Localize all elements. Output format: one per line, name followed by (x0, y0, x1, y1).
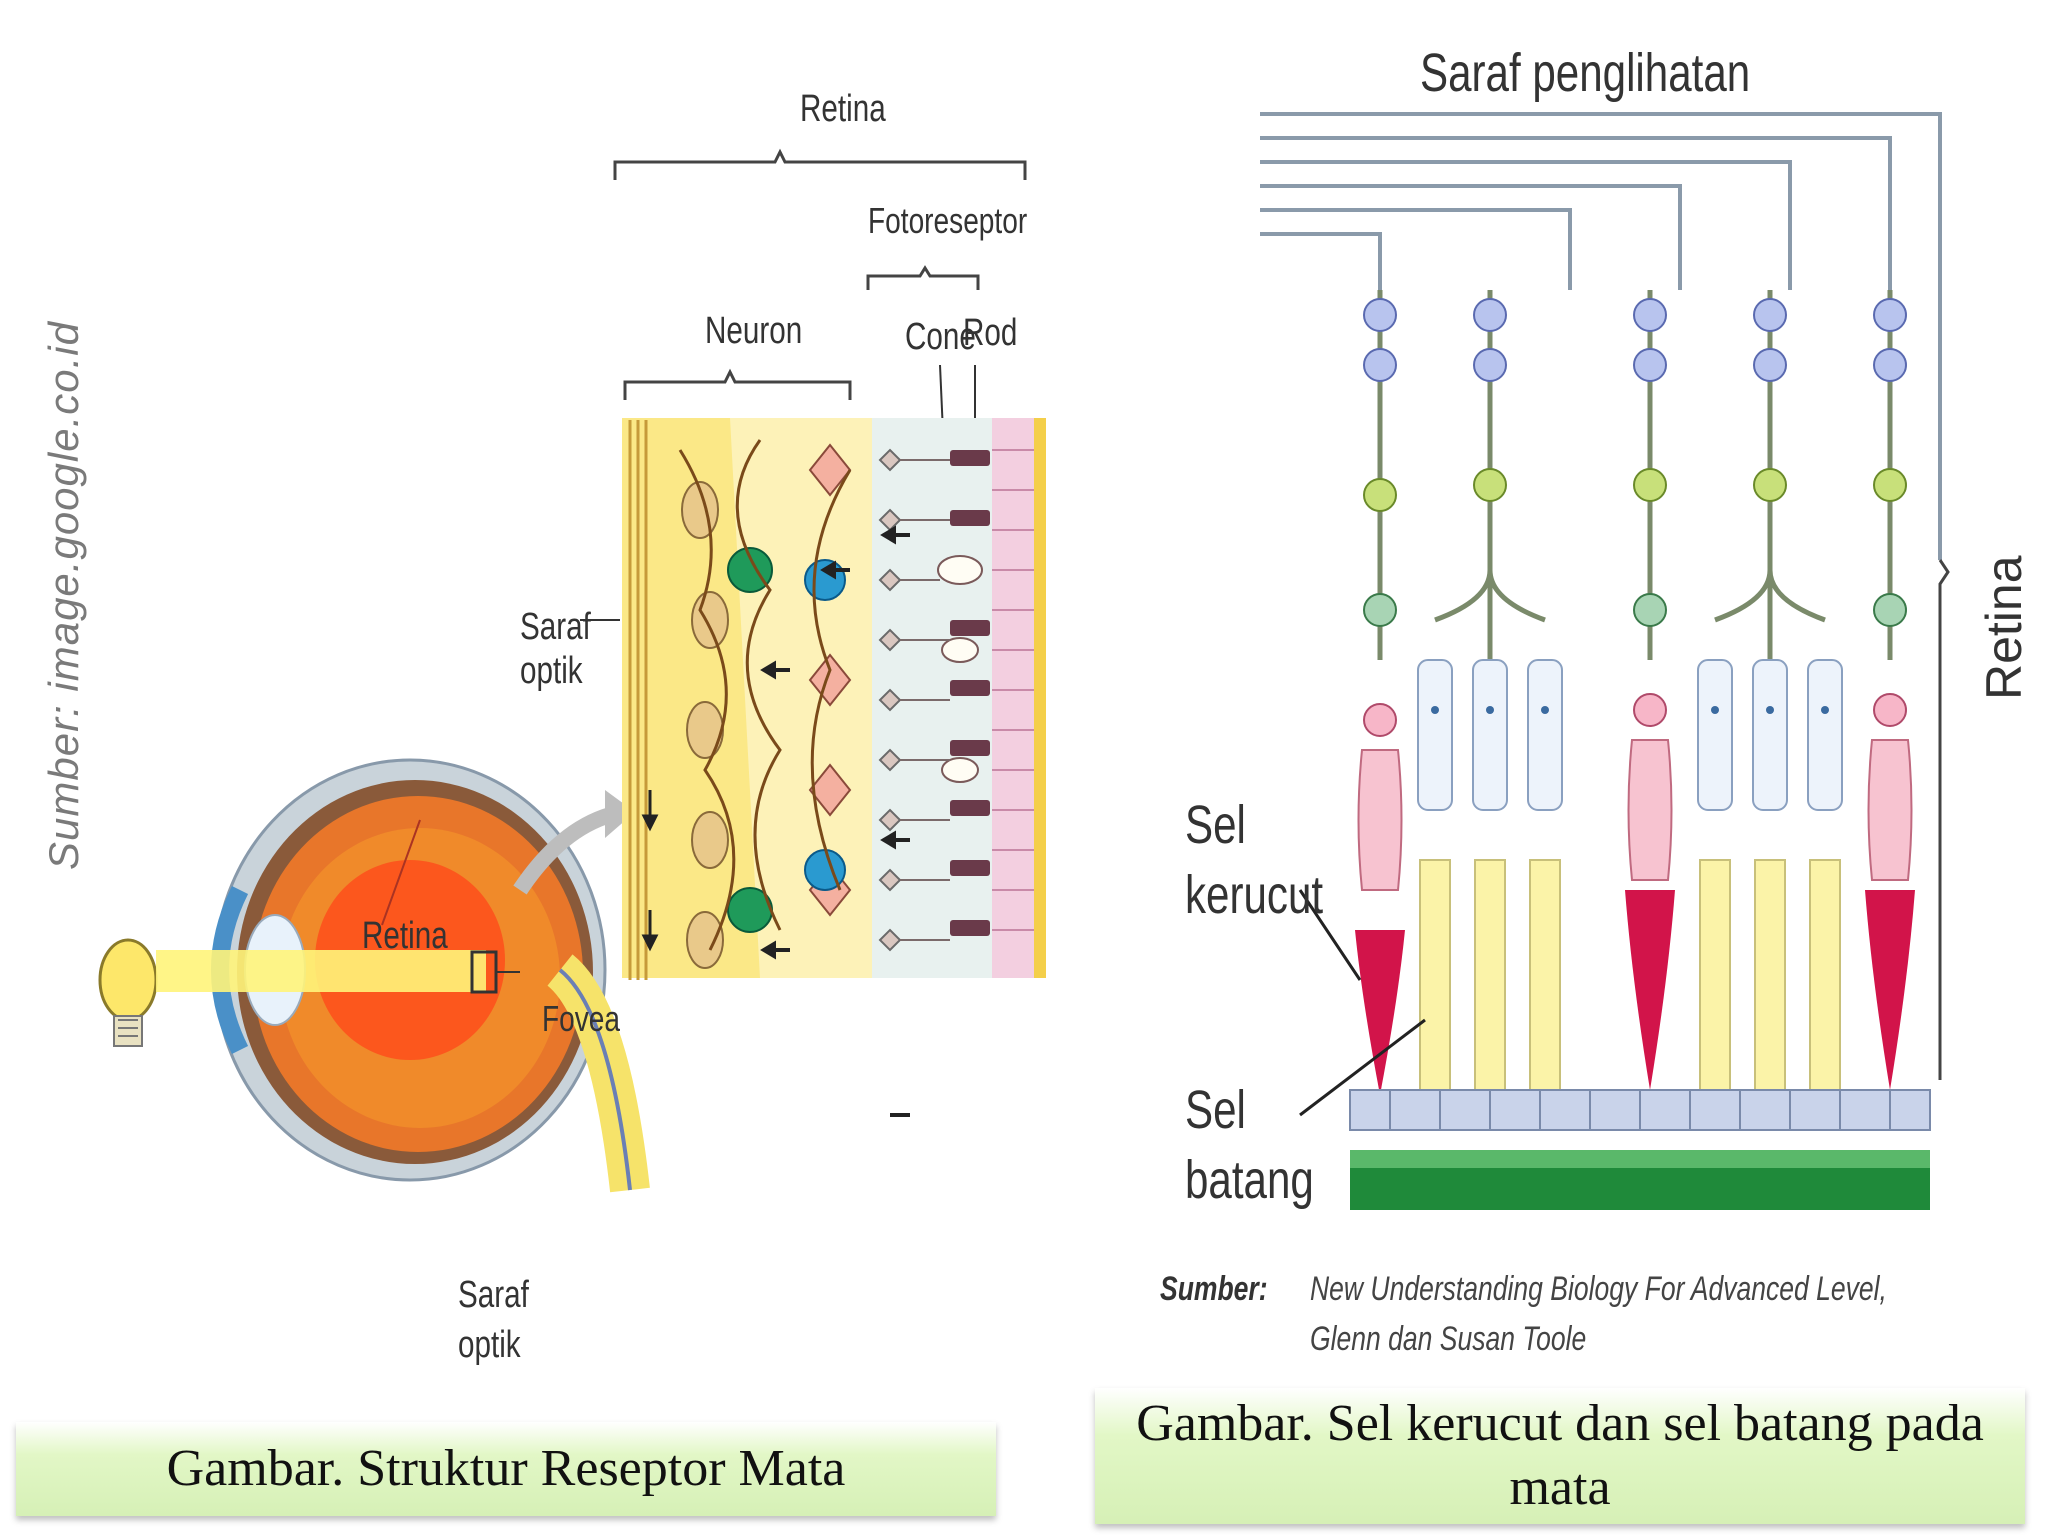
left-caption: Gambar. Struktur Reseptor Mata (16, 1422, 996, 1516)
left-caption-text: Gambar. Struktur Reseptor Mata (166, 1440, 846, 1497)
fovea-label: Fovea (542, 998, 621, 1039)
light-bulb-icon (98, 938, 158, 1047)
cone-label: Cone (905, 316, 976, 358)
rod-cells (1417, 290, 1843, 1091)
right-caption: Gambar. Sel kerucut dan sel batang pada … (1095, 1388, 2025, 1524)
retina-top-label: Retina (800, 88, 886, 130)
cone-cells (1355, 290, 1915, 1095)
retina-eye-label: Retina (362, 915, 448, 957)
retina-side-label: Retina (1976, 555, 2032, 700)
right-caption-text: Gambar. Sel kerucut dan sel batang pada … (1136, 1395, 1984, 1516)
eye-diagram (98, 758, 650, 1193)
sel-kerucut-label: Sel kerucut (1185, 795, 1324, 925)
source-vertical-label: Sumber: image.google.co.id (40, 321, 87, 870)
source-text-1: New Understanding Biology For Advanced L… (1310, 1270, 1887, 1308)
cone-rod-diagram (1260, 112, 1950, 1210)
neuron-label: Neuron (705, 310, 803, 352)
source-label: Sumber: (1160, 1270, 1268, 1308)
source-text-2: Glenn dan Susan Toole (1310, 1320, 1587, 1358)
saraf-optik-lower-label: Saraf optik (458, 1274, 529, 1366)
fotoreseptor-label: Fotoreseptor (868, 200, 1028, 241)
sel-batang-label: Sel batang (1185, 1080, 1314, 1210)
retina-detail-diagram (580, 148, 1046, 1117)
rod-label: Rod (963, 312, 1018, 354)
saraf-optik-upper-label: Saraf optik (520, 606, 591, 692)
saraf-penglihatan-label: Saraf penglihatan (1420, 43, 1751, 103)
